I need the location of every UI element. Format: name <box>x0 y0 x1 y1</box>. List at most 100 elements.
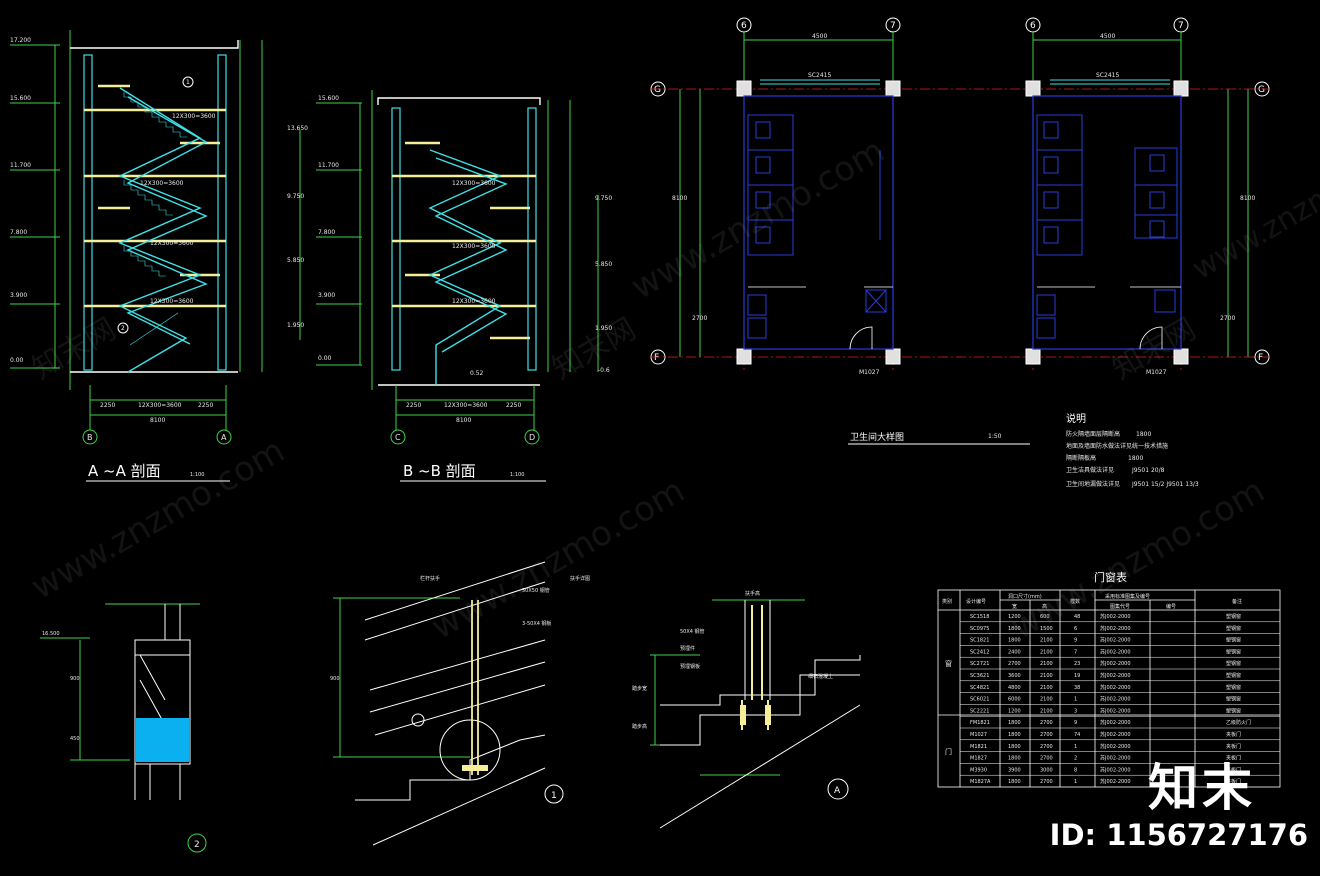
dim-width: 4500 <box>812 33 827 40</box>
right-level: -0.6 <box>598 367 610 374</box>
table-cell-h: 2100 <box>1040 685 1053 691</box>
table-cell-w: 3900 <box>1008 767 1021 773</box>
table-cell-std: 苏J002-2000 <box>1100 613 1131 620</box>
dim-text: 900 <box>330 676 340 682</box>
table-cell-h: 2700 <box>1040 732 1053 738</box>
callout-1: 1 <box>186 79 190 86</box>
table-title: 门窗表 <box>1094 570 1127 584</box>
table-cell-code: SC1518 <box>970 614 989 620</box>
detail-note: 踏步宽 <box>632 685 647 692</box>
table-cell-code: SC0975 <box>970 626 989 632</box>
stair-treads <box>123 92 187 346</box>
axis-label: G <box>1258 85 1265 95</box>
table-cell-w: 1800 <box>1008 626 1021 632</box>
table-cell-code: SC1821 <box>970 638 989 644</box>
table-cell-note: 塑钢窗 <box>1226 696 1241 703</box>
table-cell-w: 1200 <box>1008 614 1021 620</box>
dim-height: 8100 <box>672 195 687 202</box>
table-cell-w: 1800 <box>1008 720 1021 726</box>
table-cell-code: M1821 <box>970 744 987 750</box>
axis-label: 7 <box>890 21 896 31</box>
stair-label: 12X300=3600 <box>452 298 496 305</box>
watermark-layer: www.znzmo.com www.znzmo.com www.znzmo.co… <box>25 131 1320 648</box>
table-cell-code: SC3621 <box>970 673 989 679</box>
watermark-text: www.znzmo.com <box>25 431 292 608</box>
table-cell-qty: 74 <box>1074 732 1080 738</box>
note-line: 卫生间地漏做法详见 <box>1066 480 1120 488</box>
table-cell-w: 2700 <box>1008 661 1021 667</box>
table-cell-qty: 9 <box>1074 720 1077 726</box>
detail-note: 3-50X4 钢板 <box>522 620 552 627</box>
detail-label: 2 <box>194 840 200 850</box>
table-cell-std: 苏J002-2000 <box>1100 672 1131 679</box>
table-cell-std: 苏J002-2000 <box>1100 625 1131 632</box>
note-value: J9501 20/8 <box>1131 467 1165 474</box>
table-cell-std: 苏J002-2000 <box>1100 660 1131 667</box>
table-cell-w: 1200 <box>1008 708 1021 714</box>
table-cell-code: M1027 <box>970 732 987 738</box>
dim-text: 450 <box>70 736 80 742</box>
window-label: SC2415 <box>808 72 831 79</box>
table-cell-h: 2700 <box>1040 756 1053 762</box>
section-aa: 17.200 15.600 11.700 7.800 3.900 0.00 <box>10 30 308 482</box>
axis-label: G <box>654 85 661 95</box>
level-label: 3.900 <box>10 292 27 299</box>
table-cell-qty: 6 <box>1074 626 1077 632</box>
table-cell-code: M3930 <box>970 767 987 773</box>
table-header: 类别 <box>942 598 952 605</box>
axis-label: 7 <box>1178 21 1184 31</box>
table-cell-qty: 23 <box>1074 661 1080 667</box>
note-line: 地面及墙面防水做法详见统一技术措施 <box>1066 442 1168 450</box>
axis-label: 6 <box>1030 21 1036 31</box>
dim-text: 12X300=3600 <box>444 402 488 409</box>
table-cell-note: 塑钢窗 <box>1226 672 1241 679</box>
table-cell-note: 夹板门 <box>1226 778 1241 785</box>
bottom-mark: 0.52 <box>470 370 484 377</box>
table-cell-h: 2100 <box>1040 661 1053 667</box>
detail-note: 扶手详图 <box>570 575 590 582</box>
dim-text: 900 <box>70 676 80 682</box>
detail-note: 50X4 钢管 <box>680 628 705 635</box>
asset-id-label: ID: 1156727176 <box>1049 818 1308 852</box>
level-label: 0.00 <box>10 357 24 364</box>
table-cell-std: 苏J002-2000 <box>1100 684 1131 691</box>
table-cell-code: M1827 <box>970 756 987 762</box>
level-label: 15.600 <box>318 95 339 102</box>
table-header: 采用标准图集及编号 <box>1105 593 1150 600</box>
detail-level: 16.500 <box>42 631 60 637</box>
table-cell-w: 1800 <box>1008 779 1021 785</box>
dim-text: 2250 <box>406 402 421 409</box>
table-cell-std: 苏J002-2000 <box>1100 696 1131 703</box>
dim-total: 8100 <box>150 417 165 424</box>
table-cell-w: 2400 <box>1008 649 1021 655</box>
detail-2: 16.500 900 450 2 <box>40 603 207 853</box>
section-title: A ~A 剖面 <box>88 462 161 480</box>
table-header: 设计编号 <box>966 598 986 605</box>
toilet-plan: 6 7 6 7 G F G F 4500 4500 8100 2700 8100… <box>650 17 1270 445</box>
door-label: M1027 <box>1146 369 1167 376</box>
dim-total: 8100 <box>456 417 471 424</box>
table-cell-qty: 8 <box>1074 767 1077 773</box>
stair-label: 12X300=3600 <box>452 243 496 250</box>
table-cell-note: 夹板门 <box>1226 731 1241 738</box>
table-cell-code: SC2221 <box>970 708 989 714</box>
note-line: 防火隔墙面层隔断高 <box>1066 430 1120 438</box>
level-label: 17.200 <box>10 37 31 44</box>
section-title: B ~B 剖面 <box>403 462 476 480</box>
axis-label: 6 <box>741 21 747 31</box>
notes-block: 说明 防火隔墙面层隔断高 1800 地面及墙面防水做法详见统一技术措施 隔断隔板… <box>1066 412 1199 488</box>
right-level: 1.950 <box>287 322 304 329</box>
stair-label: 12X300=3600 <box>150 240 194 247</box>
table-cell-code: FM1821 <box>970 720 990 726</box>
level-label: 11.700 <box>10 162 31 169</box>
axis-label: C <box>395 433 401 442</box>
detail-note: 踏步高 <box>632 723 647 730</box>
dim-width: 4500 <box>1100 33 1115 40</box>
table-cell-h: 2100 <box>1040 697 1053 703</box>
axis-label: F <box>654 353 659 363</box>
table-cell-w: 3600 <box>1008 673 1021 679</box>
table-cell-w: 1800 <box>1008 732 1021 738</box>
table-cell-std: 苏J002-2000 <box>1100 707 1131 714</box>
table-cell-note: 夹板门 <box>1226 743 1241 750</box>
table-cell-h: 1500 <box>1040 626 1053 632</box>
